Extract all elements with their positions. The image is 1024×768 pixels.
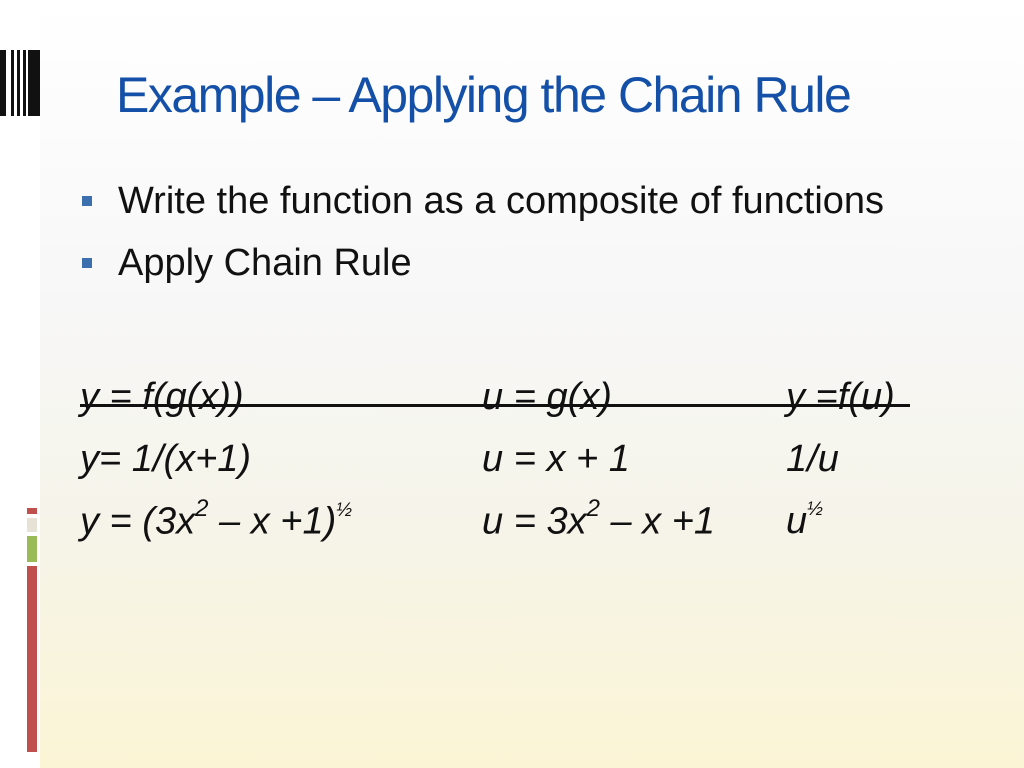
math-cell: u½ [786,490,906,552]
math-row: y= 1/(x+1) u = x + 1 1/u [80,428,906,490]
math-cell: y = (3x2 – x +1)½ [80,490,482,552]
bullet-list: Write the function as a composite of fun… [80,180,884,304]
bullet-text: Apply Chain Rule [118,242,412,284]
slide-title: Example – Applying the Chain Rule [116,67,852,123]
math-cell: u = x + 1 [482,437,630,480]
bullet-item: Write the function as a composite of fun… [80,180,884,242]
bullet-item: Apply Chain Rule [80,242,884,304]
math-cell: 1/u [786,437,839,480]
math-header-row: y = f(g(x)) u = g(x) y =f(u) [80,366,906,428]
math-text: y = (3x [80,500,196,543]
decorative-vertical-bars [0,50,40,116]
math-cell: y = f(g(x)) [80,375,244,418]
math-cell: y =f(u) [786,375,895,418]
exponent: 2 [586,494,600,522]
exponent: 2 [195,494,209,522]
math-row: y = (3x2 – x +1)½ u = 3x2 – x +1 u½ [80,490,906,552]
exponent: ½ [336,499,353,521]
bullet-text: Write the function as a composite of fun… [118,180,885,222]
math-text: – x +1) [208,500,337,543]
math-text: u = 3x [482,500,587,543]
math-text: u [786,499,808,542]
math-cell: y= 1/(x+1) [80,437,252,480]
header-underline [80,404,910,407]
math-cell: u = g(x) [482,375,612,418]
math-table: y = f(g(x)) u = g(x) y =f(u) y= 1/(x+1) … [80,366,906,552]
math-cell: u = 3x2 – x +1 [482,490,786,552]
square-bullet-icon [82,258,92,268]
math-text: – x +1 [599,500,716,543]
square-bullet-icon [82,196,92,206]
exponent: ½ [807,498,823,520]
